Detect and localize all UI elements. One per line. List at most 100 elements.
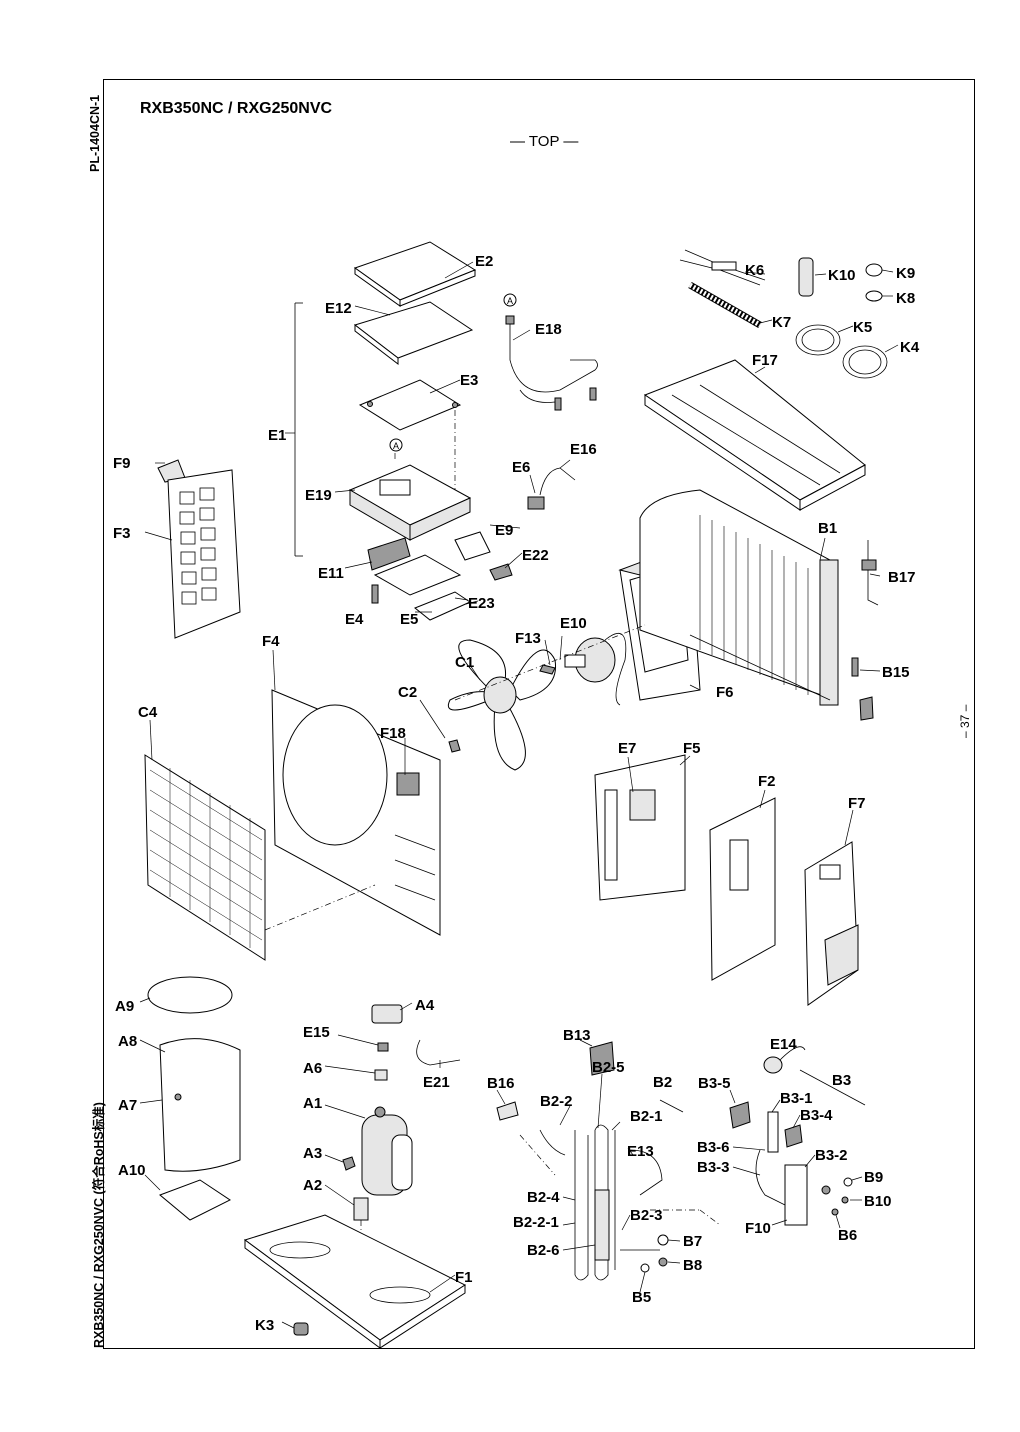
label-a7: A7 xyxy=(118,1097,137,1114)
part-f13-screw xyxy=(539,664,556,675)
part-e10-motor xyxy=(564,633,627,706)
label-k8: K8 xyxy=(896,290,915,307)
part-k6-harness xyxy=(679,249,766,286)
label-e7: E7 xyxy=(618,740,636,757)
ref-marker-a-1: A xyxy=(389,438,403,452)
part-k3-drain xyxy=(293,1322,309,1336)
label-k4: K4 xyxy=(900,339,920,356)
label-k9: K9 xyxy=(896,265,915,282)
label-b10: B10 xyxy=(864,1193,892,1210)
part-f2-panel xyxy=(709,797,776,981)
part-e15-a6-e21 xyxy=(374,1039,461,1081)
part-a3-a2-mounts xyxy=(342,1156,369,1260)
part-a4-terminal-cover xyxy=(371,1004,403,1024)
label-f10: F10 xyxy=(745,1220,771,1237)
label-b5: B5 xyxy=(632,1289,651,1306)
label-b2-2: B2-2 xyxy=(540,1093,573,1110)
label-e3: E3 xyxy=(460,372,478,389)
label-e14: E14 xyxy=(770,1036,797,1053)
part-c4-grille xyxy=(144,754,266,961)
label-b8: B8 xyxy=(683,1257,702,1274)
label-a2: A2 xyxy=(303,1177,322,1194)
label-c2: C2 xyxy=(398,684,417,701)
label-a10: A10 xyxy=(118,1162,146,1179)
label-b2-2-1: B2-2-1 xyxy=(513,1214,559,1231)
guide-lines xyxy=(264,624,866,1226)
label-k5: K5 xyxy=(853,319,872,336)
part-a8-a7-jacket xyxy=(159,1038,241,1172)
label-b9: B9 xyxy=(864,1169,883,1186)
part-f17-top-panel xyxy=(643,359,866,511)
label-f2: F2 xyxy=(758,773,776,790)
part-b3-valves xyxy=(729,1101,853,1226)
part-f1-base-plate xyxy=(243,1214,467,1349)
top-orientation-marker: — TOP — xyxy=(510,133,579,150)
label-b3-1: B3-1 xyxy=(780,1090,813,1107)
part-e18-wiring xyxy=(505,315,598,411)
label-e15: E15 xyxy=(303,1024,330,1041)
label-e21: E21 xyxy=(423,1074,450,1091)
label-e22: E22 xyxy=(522,547,549,564)
ref-a-text-1: A xyxy=(393,441,399,451)
label-b13: B13 xyxy=(563,1027,591,1044)
label-b3-3: B3-3 xyxy=(697,1159,730,1176)
label-b2-3: B2-3 xyxy=(630,1207,663,1224)
label-b3: B3 xyxy=(832,1072,851,1089)
label-b2-4: B2-4 xyxy=(527,1189,560,1206)
label-e4: E4 xyxy=(345,611,364,628)
label-f18: F18 xyxy=(380,725,406,742)
label-f7: F7 xyxy=(848,795,866,812)
label-f3: F3 xyxy=(113,525,131,542)
label-b2-5: B2-5 xyxy=(592,1059,625,1076)
label-a9: A9 xyxy=(115,998,134,1015)
part-k7-hose xyxy=(688,281,762,329)
label-k7: K7 xyxy=(772,314,791,331)
label-b3-4: B3-4 xyxy=(800,1107,833,1124)
part-f3-side-grille xyxy=(167,469,241,639)
label-a4: A4 xyxy=(415,997,435,1014)
leader-lines xyxy=(139,261,899,1329)
ref-a-text-2: A xyxy=(507,296,513,306)
label-f6: F6 xyxy=(716,684,734,701)
label-b3-6: B3-6 xyxy=(697,1139,730,1156)
label-e13: E13 xyxy=(627,1143,654,1160)
label-f13: F13 xyxy=(515,630,541,647)
label-b17: B17 xyxy=(888,569,916,586)
part-k5-k4-coils xyxy=(795,324,888,379)
part-a1-compressor xyxy=(361,1106,413,1196)
label-a6: A6 xyxy=(303,1060,322,1077)
part-e6-e16-e9-e22 xyxy=(454,467,576,581)
label-b2-6: B2-6 xyxy=(527,1242,560,1259)
label-e23: E23 xyxy=(468,595,495,612)
label-e2: E2 xyxy=(475,253,493,270)
label-f1: F1 xyxy=(455,1269,473,1286)
label-e10: E10 xyxy=(560,615,587,632)
part-b17-b15 xyxy=(851,540,879,721)
label-e5: E5 xyxy=(400,611,418,628)
label-b1: B1 xyxy=(818,520,837,537)
label-b16: B16 xyxy=(487,1075,515,1092)
label-a8: A8 xyxy=(118,1033,137,1050)
label-b6: B6 xyxy=(838,1227,857,1244)
part-e14-coil xyxy=(763,1046,806,1074)
label-b3-2: B3-2 xyxy=(815,1147,848,1164)
part-a10-bottom-insulation xyxy=(159,1179,231,1221)
label-c4: C4 xyxy=(138,704,158,721)
part-f4-front-panel xyxy=(271,689,441,936)
label-b2: B2 xyxy=(653,1074,672,1091)
label-f9: F9 xyxy=(113,455,131,472)
label-f5: F5 xyxy=(683,740,701,757)
part-e2-cover xyxy=(353,241,477,307)
label-b3-5: B3-5 xyxy=(698,1075,731,1092)
label-k3: K3 xyxy=(255,1317,274,1334)
label-e18: E18 xyxy=(535,321,562,338)
diagram-title: RXB350NC / RXG250NVC xyxy=(140,100,333,117)
part-labels: E2 E12 E18 E3 E1 E6 E16 E19 E9 E22 E11 E… xyxy=(113,253,920,1334)
label-e9: E9 xyxy=(495,522,513,539)
part-b13-b16 xyxy=(496,1041,615,1121)
label-b15: B15 xyxy=(882,664,910,681)
part-e4-e5-brackets xyxy=(371,554,472,621)
part-e19-box xyxy=(348,464,472,541)
label-e11: E11 xyxy=(318,565,344,582)
ref-marker-a-2: A xyxy=(503,293,517,307)
